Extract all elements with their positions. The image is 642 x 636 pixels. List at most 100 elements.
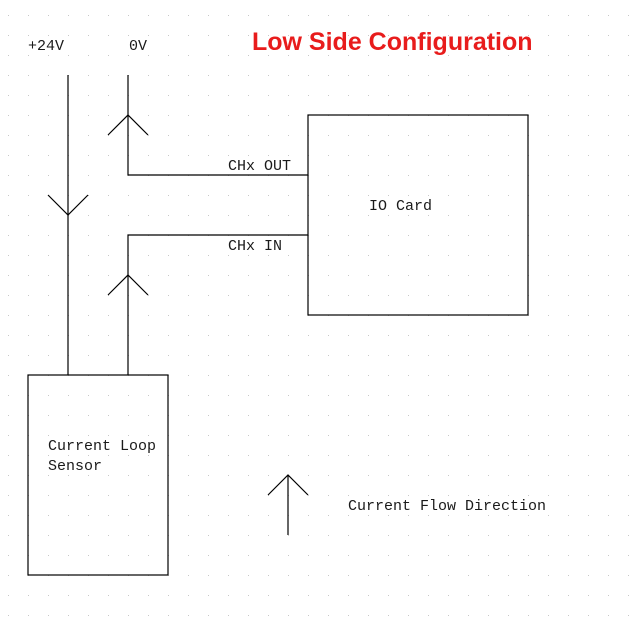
grid-dot <box>388 75 389 76</box>
grid-dot <box>208 555 209 556</box>
grid-dot <box>248 295 249 296</box>
grid-dot <box>508 575 509 576</box>
diagram-title: Low Side Configuration <box>252 28 533 56</box>
grid-dot <box>208 95 209 96</box>
grid-dot <box>348 135 349 136</box>
grid-dot <box>608 435 609 436</box>
grid-dot <box>388 235 389 236</box>
grid-dot <box>508 75 509 76</box>
grid-dot <box>368 195 369 196</box>
grid-dot <box>288 155 289 156</box>
grid-dot <box>448 155 449 156</box>
grid-dot <box>488 615 489 616</box>
grid-dot <box>108 535 109 536</box>
grid-dot <box>268 455 269 456</box>
grid-dot <box>428 15 429 16</box>
grid-dot <box>208 535 209 536</box>
grid-dot <box>88 195 89 196</box>
grid-dot <box>228 555 229 556</box>
grid-dot <box>248 595 249 596</box>
grid-dot <box>428 555 429 556</box>
grid-dot <box>268 335 269 336</box>
grid-dot <box>28 195 29 196</box>
grid-dot <box>168 275 169 276</box>
grid-dot <box>368 215 369 216</box>
grid-dot <box>48 395 49 396</box>
grid-dot <box>568 335 569 336</box>
grid-dot <box>428 355 429 356</box>
grid-dot <box>488 55 489 56</box>
grid-dot <box>28 315 29 316</box>
grid-dot <box>408 295 409 296</box>
grid-dot <box>288 575 289 576</box>
grid-dot <box>8 55 9 56</box>
grid-dot <box>548 535 549 536</box>
grid-dot <box>48 495 49 496</box>
grid-dot <box>168 315 169 316</box>
grid-dot <box>8 175 9 176</box>
grid-dot <box>528 35 529 36</box>
grid-dot <box>208 155 209 156</box>
grid-dot <box>88 495 89 496</box>
grid-dot <box>188 595 189 596</box>
grid-dot <box>48 135 49 136</box>
grid-dot <box>148 275 149 276</box>
grid-dot <box>108 115 109 116</box>
grid-dot <box>628 515 629 516</box>
grid-dot <box>488 475 489 476</box>
grid-dot <box>248 575 249 576</box>
grid-dot <box>348 15 349 16</box>
grid-dot <box>408 195 409 196</box>
grid-dot <box>448 235 449 236</box>
grid-dot <box>108 415 109 416</box>
grid-dot <box>148 515 149 516</box>
grid-dot <box>448 535 449 536</box>
grid-dot <box>468 615 469 616</box>
grid-dot <box>448 555 449 556</box>
grid-dot <box>48 555 49 556</box>
grid-dot <box>568 555 569 556</box>
grid-dot <box>628 35 629 36</box>
grid-dot <box>548 475 549 476</box>
grid-dot <box>568 515 569 516</box>
grid-dot <box>548 235 549 236</box>
grid-dot <box>448 55 449 56</box>
grid-dot <box>128 535 129 536</box>
grid-dot <box>508 395 509 396</box>
grid-dot <box>108 155 109 156</box>
grid-dot <box>628 395 629 396</box>
grid-dot <box>608 375 609 376</box>
grid-dot <box>488 255 489 256</box>
grid-dot <box>48 475 49 476</box>
grid-dot <box>448 255 449 256</box>
grid-dot <box>148 595 149 596</box>
grid-dot <box>628 215 629 216</box>
grid-dot <box>588 35 589 36</box>
grid-dot <box>28 235 29 236</box>
grid-dot <box>228 355 229 356</box>
grid-dot <box>468 155 469 156</box>
grid-dot <box>528 335 529 336</box>
grid-dot <box>168 155 169 156</box>
grid-dot <box>548 435 549 436</box>
grid-dot <box>268 255 269 256</box>
grid-dot <box>628 95 629 96</box>
grid-dot <box>288 355 289 356</box>
grid-dot <box>568 315 569 316</box>
grid-dot <box>488 275 489 276</box>
grid-dot <box>528 535 529 536</box>
grid-dot <box>88 515 89 516</box>
grid-dot <box>128 15 129 16</box>
grid-dot <box>88 175 89 176</box>
grid-dot <box>488 235 489 236</box>
grid-dot <box>568 175 569 176</box>
grid-dot <box>128 435 129 436</box>
grid-dot <box>508 155 509 156</box>
grid-dot <box>68 35 69 36</box>
grid-dot <box>408 235 409 236</box>
grid-dot <box>68 475 69 476</box>
grid-dot <box>428 375 429 376</box>
grid-dot <box>628 555 629 556</box>
grid-dot <box>48 335 49 336</box>
grid-dot <box>408 535 409 536</box>
